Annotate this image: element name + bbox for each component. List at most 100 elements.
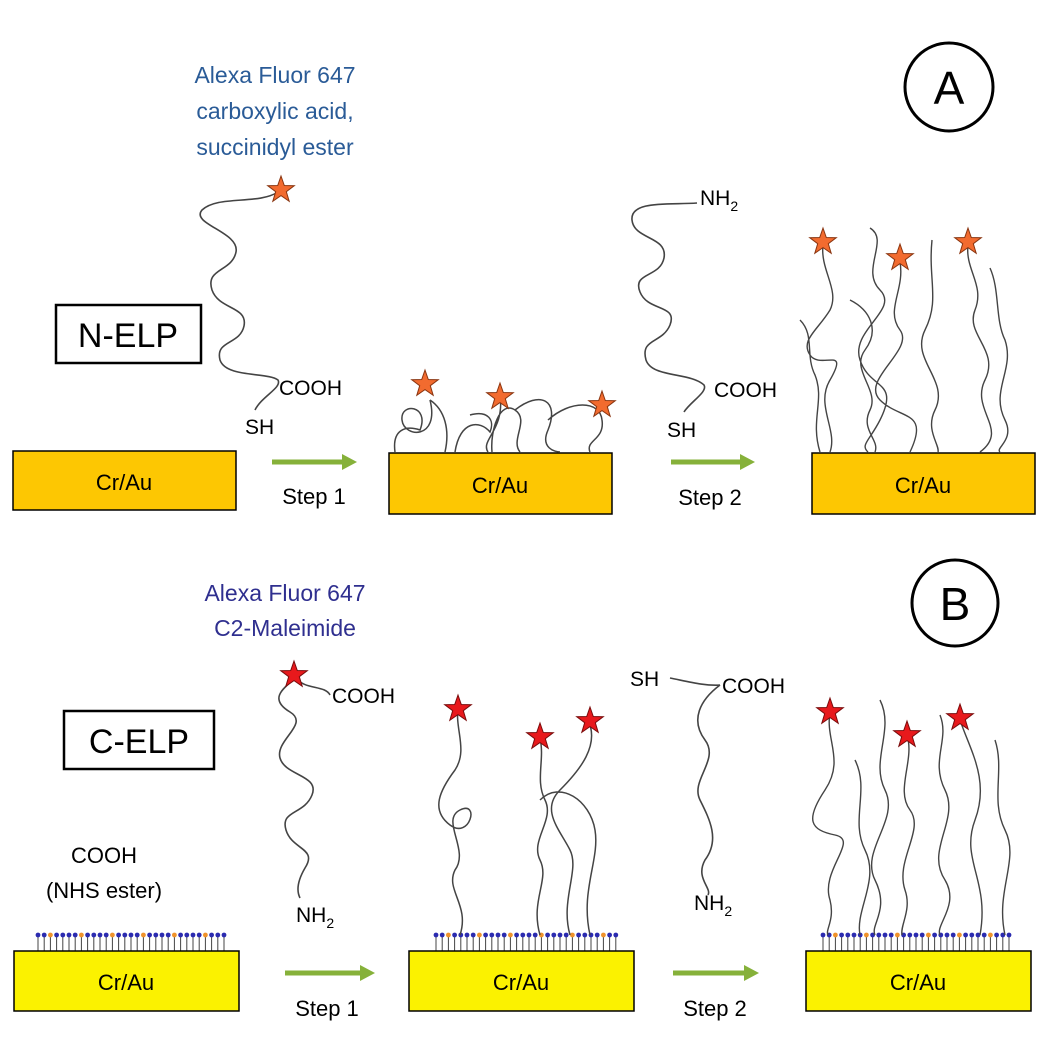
substrate-b2-label: Cr/Au [493,970,549,995]
dye-star [411,369,439,396]
surface-pin-head [190,932,196,938]
surface-pin-head [607,932,612,938]
surface-pin-head [54,932,59,938]
surface-pin-head [926,932,931,938]
cooh-top2-label: COOH [722,675,785,698]
surface-pin-head [975,932,981,938]
surface-pin-head [882,932,888,938]
surface-pin-head [116,932,121,938]
surface-pin-head [203,932,208,938]
surface-pin-head [433,932,439,938]
dye-star [280,660,308,687]
surface-pin-head [870,932,875,938]
surface-pin-head [520,932,526,938]
sh-label: SH [245,416,274,439]
n-elp-box-label: N-ELP [78,317,178,355]
substrate-b2 [408,950,635,1012]
c-elp-box-label: C-ELP [89,723,189,761]
surface-pin-head [557,932,563,938]
surface-pin-head [957,932,962,938]
n-elp-box [54,303,203,365]
collapsed-chains [393,394,603,453]
cooh-label-2: COOH [714,379,777,402]
dye-star [893,720,921,747]
panel-a: A Alexa Fluor 647 carboxylic acid, succi… [12,41,1036,515]
substrate-b1-label: Cr/Au [98,970,154,995]
surface-pin-head [963,932,968,938]
brush-chains-b3 [812,699,1011,936]
cooh-label: COOH [279,377,342,400]
surface-pin-head [576,932,581,938]
surface-pin-head [851,932,857,938]
surface-pin-head [913,932,919,938]
surface-pin-head [196,932,202,938]
substrate-b3-label: Cr/Au [890,970,946,995]
surface-pin-head [594,932,600,938]
surface-pin-head [526,932,532,938]
cooh-top-label: COOH [332,685,395,708]
surface-pin-head [1006,932,1012,938]
surface-pin-head [41,932,47,938]
step1-label: Step 1 [282,484,346,509]
surface-pin-head [845,932,851,938]
panel-b-circle-label: B [940,578,971,630]
substrate-b1 [13,950,240,1012]
surface-pin-head [477,932,482,938]
surface-pin-head [97,932,103,938]
substrate-2 [388,452,613,515]
arrow-b-step1-head [360,965,375,981]
arrow-b-step2-head [744,965,759,981]
surface-pin-head [35,932,41,938]
surface-pin-head [439,932,445,938]
surface-pin-head [551,932,557,938]
surface-pin-head [994,932,999,938]
panel-a-dye-line3: succinidyl ester [196,134,354,160]
panel-b-circle [910,558,1000,648]
surface-pin-head [532,932,538,938]
surface-pin-head [153,932,159,938]
surface-pin-head [969,932,975,938]
surface-pin-head [489,932,495,938]
substrate-1-label: Cr/Au [96,470,152,495]
surface-pin-head [165,932,171,938]
surface-pin-head [895,932,900,938]
sh-top-label: SH [630,668,659,691]
surface-pin-head [563,932,569,938]
surface-pin-head [570,932,575,938]
surface-pin-head [122,932,128,938]
elp-chain-2 [631,202,706,413]
panel-a-dye-line2: carboxylic acid, [196,98,353,124]
surface-pin-head [85,932,90,938]
dye-star [588,390,616,417]
surface-pin-head [514,932,519,938]
surface-pin-head [209,932,215,938]
surface-pin-head [582,932,588,938]
surface-pin-head [79,932,84,938]
surface-pin-head [495,932,501,938]
substrate-3 [811,452,1036,515]
surface-pin-head [501,932,507,938]
surface-pin-head [48,932,53,938]
substrate-1 [12,450,237,511]
nh2-label: NH2 [700,187,738,214]
surface-pin-head [110,932,115,938]
surface-pin-head [1000,932,1006,938]
panel-a-circle-label: A [934,62,965,114]
sh-label-2: SH [667,419,696,442]
surface-pin-head [184,932,190,938]
surface-pin-head [601,932,606,938]
surface-pin-head [876,932,882,938]
panel-b-dye-line2: C2-Maleimide [214,615,356,641]
surface-pin-head [864,932,869,938]
surface-pin-head [60,932,66,938]
arrow-step1-head [342,454,357,470]
substrate-3-label: Cr/Au [895,473,951,498]
surface-label-line1: COOH [71,843,137,868]
surface-pin-head [91,932,97,938]
substrate-2-label: Cr/Au [472,473,528,498]
elp-chain-b2 [669,677,721,896]
surface-pin-head [839,932,844,938]
b-step2-label: Step 2 [683,996,747,1021]
